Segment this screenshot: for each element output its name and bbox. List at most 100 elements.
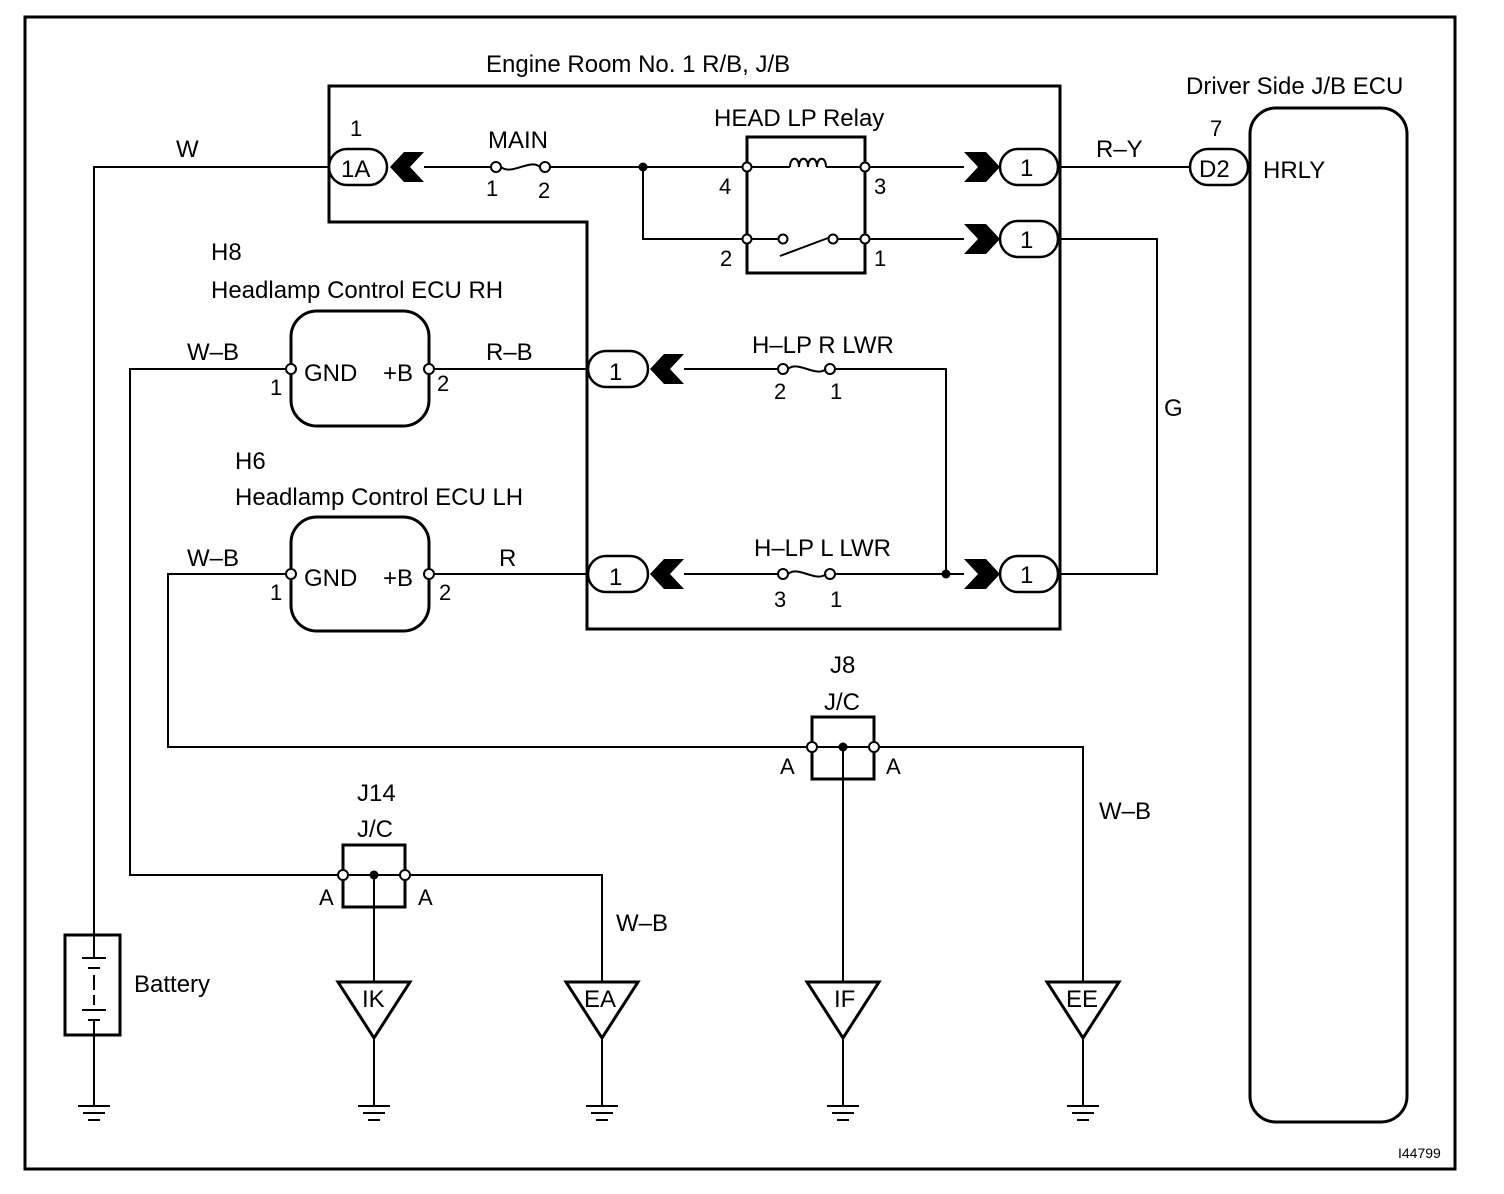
j8-terminal-left: [806, 741, 818, 753]
figure-id: I44799: [1398, 1145, 1441, 1161]
battery-symbol: [82, 935, 106, 1035]
main-fuse-pin2: [539, 161, 551, 173]
wire-w-b-j14: [410, 874, 603, 982]
connector-1a-pin: 1: [350, 116, 362, 141]
connector-1a-arrow: [390, 152, 424, 182]
connector-g: [998, 554, 1060, 594]
battery-box: [63, 933, 122, 1037]
rh-conn-arrow: [650, 354, 684, 384]
h6-b-terminal: [423, 568, 435, 580]
connector-d2: [1188, 147, 1250, 187]
h6-plus-b-label: +B: [383, 565, 413, 592]
ground-if: IF: [804, 980, 882, 1106]
h6-code: H6: [235, 448, 266, 475]
earth-symbol-battery: [78, 1105, 110, 1121]
j8-terminal-right: [868, 741, 880, 753]
relay-switch-out-arrow: [964, 224, 1000, 254]
h6-gnd-terminal: [285, 568, 297, 580]
main-fuse-label: MAIN: [488, 127, 548, 154]
ground-ee: EE: [1044, 980, 1122, 1106]
h8-code: H8: [211, 239, 242, 266]
relay-pin-2: 2: [720, 246, 732, 271]
driver-jb-ecu-label: Driver Side J/B ECU: [1186, 73, 1403, 100]
ground-ik-label: IK: [362, 986, 385, 1013]
wire-g-label: G: [1164, 395, 1183, 422]
h6-gnd-pin: 1: [270, 580, 282, 605]
r-lwr-fuse-element: [787, 365, 827, 373]
ground-ee-label: EE: [1066, 986, 1098, 1013]
relay-coil-out-arrow: [964, 152, 1000, 182]
lh-conn-arrow: [650, 559, 684, 589]
connector-rh-pin: 1: [609, 359, 622, 386]
relay-coil: [789, 157, 827, 168]
g-conn-arrow: [964, 559, 1000, 589]
l-lwr-pin3-num: 3: [774, 587, 786, 612]
wire-w-b-j8-label: W–B: [1099, 798, 1151, 825]
ground-ea-triangle: [563, 980, 641, 1041]
wire-w-b-lh: [167, 573, 812, 748]
driver-jb-ecu-box: [1248, 106, 1409, 1124]
wire-w-b-j8: [879, 746, 1084, 982]
relay-terminal-2: [741, 233, 753, 245]
connector-d2-label: D2: [1199, 156, 1230, 183]
relay-terminal-4: [741, 161, 753, 173]
main-fuse-pin2-num: 2: [538, 178, 550, 203]
earth-symbol-ea: [586, 1105, 618, 1121]
wire-w-label: W: [176, 136, 199, 163]
h8-gnd-terminal: [285, 363, 297, 375]
relay-pin-4: 4: [719, 174, 731, 199]
j14-a-right: A: [418, 885, 433, 910]
j8-a-left: A: [780, 754, 795, 779]
wire-g: [1058, 238, 1158, 575]
wire-r-b-label: R–B: [486, 339, 533, 366]
h6-name: Headlamp Control ECU LH: [235, 484, 523, 511]
relay-switch-blade: [779, 237, 829, 257]
h8-gnd-pin: 1: [270, 375, 282, 400]
engine-room-rb-outline: [327, 84, 1062, 631]
connector-d2-pin: 7: [1210, 116, 1222, 141]
l-lwr-fuse-pin3: [777, 568, 789, 580]
ground-ik-triangle: [335, 980, 413, 1041]
battery-label: Battery: [134, 971, 210, 998]
ground-ea-label: EA: [584, 986, 616, 1013]
diagram-frame: [23, 15, 1457, 1171]
head-lp-relay-label: HEAD LP Relay: [714, 105, 884, 132]
l-lwr-fuse-pin1: [824, 568, 836, 580]
wire-r-label: R: [499, 545, 516, 572]
j8-a-right: A: [886, 754, 901, 779]
ground-if-triangle: [804, 980, 882, 1041]
wire-w-b-lh-label: W–B: [187, 545, 239, 572]
wire-w-b-rh-label: W–B: [187, 339, 239, 366]
r-lwr-fuse-pin1: [824, 363, 836, 375]
earth-symbols: [78, 1105, 1099, 1121]
ground-ik: IK: [335, 980, 413, 1106]
j14-terminal-right: [399, 869, 411, 881]
main-fuse-pin1-num: 1: [486, 176, 498, 201]
relay-pin-1: 1: [874, 246, 886, 271]
j8-type: J/C: [824, 689, 860, 716]
ground-if-label: IF: [834, 986, 855, 1013]
engine-room-rb-label: Engine Room No. 1 R/B, J/B: [486, 51, 790, 78]
relay-terminal-1: [859, 233, 871, 245]
main-fuse-element: [500, 163, 541, 171]
earth-symbol-ik: [358, 1105, 390, 1121]
j14-code: J14: [357, 780, 396, 807]
main-fuse-pin1: [490, 161, 502, 173]
h6-gnd-label: GND: [304, 565, 357, 592]
r-lwr-fuse-label: H–LP R LWR: [752, 332, 894, 359]
earth-symbol-ee: [1067, 1105, 1099, 1121]
l-lwr-fuse-element: [787, 570, 827, 578]
relay-switch-pivot: [777, 233, 789, 245]
j14-terminal-left: [337, 869, 349, 881]
r-lwr-pin1-num: 1: [830, 379, 842, 404]
wire-r-y-label: R–Y: [1096, 136, 1143, 163]
relay-terminal-3: [859, 161, 871, 173]
wire-w-b-j14-label: W–B: [616, 910, 668, 937]
l-lwr-fuse-label: H–LP L LWR: [754, 535, 891, 562]
relay-switch-contact: [827, 233, 839, 245]
j14-type: J/C: [357, 816, 393, 843]
h8-name: Headlamp Control ECU RH: [211, 277, 503, 304]
connector-lh-pin: 1: [609, 564, 622, 591]
connector-1a-label: 1A: [341, 156, 370, 183]
